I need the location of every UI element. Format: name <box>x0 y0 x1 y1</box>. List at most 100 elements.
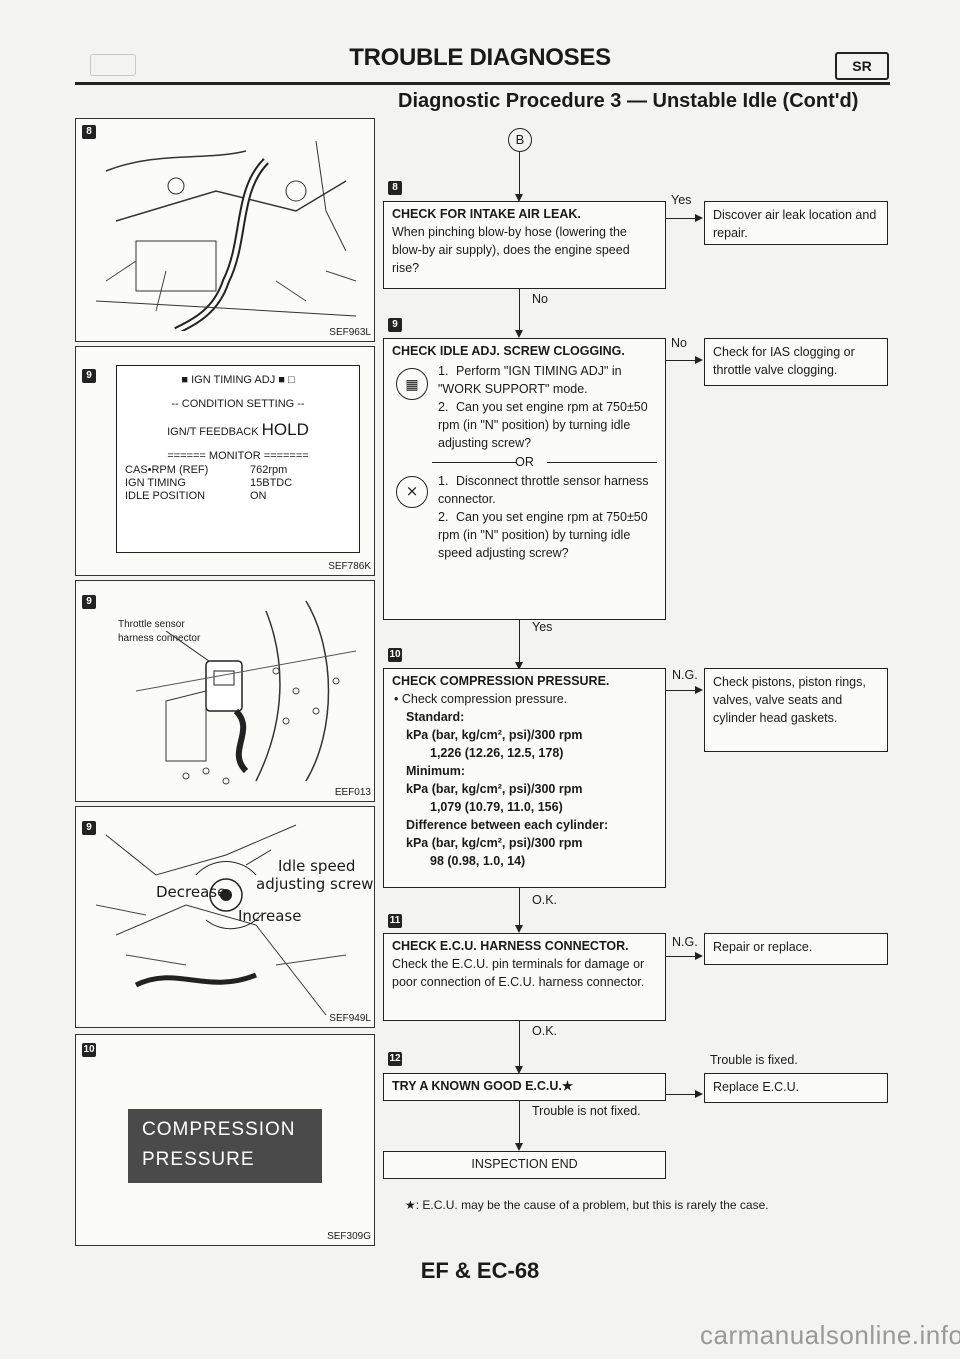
connector-line <box>519 1021 520 1067</box>
not-fixed-label: Trouble is not fixed. <box>532 1104 641 1118</box>
connector-line <box>666 1094 696 1095</box>
difference-label: Difference between each cylinder: <box>406 818 609 832</box>
page-subtitle: Diagnostic Procedure 3 — Unstable Idle (… <box>398 90 859 112</box>
monitor-row: CAS•RPM (REF)762rpm <box>125 464 288 476</box>
consult-feedback: IGN/T FEEDBACK HOLD <box>167 420 309 439</box>
step8-body: When pinching blow-by hose (lowering the… <box>392 225 630 275</box>
ng-label: N.G. <box>672 935 698 949</box>
label-decrease: Decrease <box>156 883 227 901</box>
step9-no-action: Check for IAS clogging or throttle valve… <box>704 338 888 386</box>
arrow-down <box>515 662 523 670</box>
illustration-panel-step9-consult: 9 ■ IGN TIMING ADJ ■ □ -- CONDITION SETT… <box>75 346 375 576</box>
difference-units: kPa (bar, kg/cm², psi)/300 rpm <box>406 836 583 850</box>
panel-badge: 9 <box>82 595 96 609</box>
step9-b1: 1.Disconnect throttle sensor harness con… <box>438 474 649 506</box>
no-label: No <box>532 292 548 306</box>
connector-line <box>519 151 520 196</box>
compression-pressure-screen: COMPRESSION PRESSURE <box>128 1109 322 1183</box>
arrow-down <box>515 1143 523 1151</box>
arrow-down <box>515 330 523 338</box>
step11-ng-action: Repair or replace. <box>704 933 888 965</box>
step12-title: TRY A KNOWN GOOD E.C.U.★ <box>392 1079 574 1093</box>
step-badge: 9 <box>388 318 402 332</box>
step8-yes-action: Discover air leak location and repair. <box>704 201 888 245</box>
arrow-down <box>515 194 523 202</box>
or-divider: OR <box>392 453 657 471</box>
minimum-units: kPa (bar, kg/cm², psi)/300 rpm <box>406 782 583 796</box>
engine-blowby-illustration <box>96 140 357 331</box>
fixed-label: Trouble is fixed. <box>710 1053 798 1067</box>
step12-fixed-action: Replace E.C.U. <box>704 1073 888 1103</box>
panel-badge: 9 <box>82 369 96 383</box>
screen-line-1: COMPRESSION <box>142 1119 296 1140</box>
figure-code: SEF963L <box>329 327 371 338</box>
ok-label: O.K. <box>532 1024 558 1038</box>
no-label: No <box>671 336 687 350</box>
standard-units: kPa (bar, kg/cm², psi)/300 rpm <box>406 728 583 742</box>
illustration-panel-step9-throttle: 9 Throttle sensor harness connector EEF0… <box>75 580 375 802</box>
connector-line <box>666 956 696 957</box>
header-divider <box>75 82 890 85</box>
label-adjusting-screw: adjusting screw <box>256 875 374 893</box>
consult-monitor-header: ====== MONITOR ======= <box>167 450 309 462</box>
consult-screen: ■ IGN TIMING ADJ ■ □ -- CONDITION SETTIN… <box>116 365 360 553</box>
step-badge: 10 <box>388 648 402 662</box>
step11-body: Check the E.C.U. pin terminals for damag… <box>392 957 645 989</box>
standard-label: Standard: <box>406 710 465 724</box>
consult-line-ign-timing: ■ IGN TIMING ADJ ■ □ <box>181 374 295 386</box>
standard-value: 1,226 (12.26, 12.5, 178) <box>430 746 564 760</box>
inspection-end-box: INSPECTION END <box>383 1151 666 1179</box>
no-consult-icon: ⨯ <box>396 476 428 508</box>
label-harness-connector: harness connector <box>118 633 201 644</box>
footnote: ★: E.C.U. may be the cause of a problem,… <box>405 1198 769 1212</box>
connector-line <box>666 218 696 219</box>
throttle-sensor-illustration <box>135 600 357 785</box>
label-throttle-sensor: Throttle sensor <box>118 619 185 630</box>
figure-code: SEF786K <box>328 561 371 572</box>
minimum-label: Minimum: <box>406 764 466 778</box>
arrow-down <box>515 925 523 933</box>
connector-line <box>666 690 696 691</box>
step-badge: 8 <box>388 181 402 195</box>
arrow-right <box>695 686 703 694</box>
yes-label: Yes <box>671 193 692 207</box>
illustration-panel-step10: 10 COMPRESSION PRESSURE SEF309G <box>75 1034 375 1246</box>
connector-line <box>519 620 520 664</box>
consult-condition-setting: -- CONDITION SETTING -- <box>171 398 305 410</box>
panel-badge: 10 <box>82 1043 96 1057</box>
step10-specs: Standard: kPa (bar, kg/cm², psi)/300 rpm… <box>406 708 657 870</box>
arrow-down <box>515 1066 523 1074</box>
connector-line <box>666 360 696 361</box>
minimum-value: 1,079 (10.79, 11.0, 156) <box>430 800 563 814</box>
step12-box: TRY A KNOWN GOOD E.C.U.★ <box>383 1073 666 1101</box>
label-increase: Increase <box>238 907 302 925</box>
label-idle-speed: Idle speed <box>278 857 356 875</box>
arrow-right <box>695 952 703 960</box>
step9-method-a: ▦ 1.Perform "IGN TIMING ADJ" in "WORK SU… <box>392 362 657 452</box>
step8-box: CHECK FOR INTAKE AIR LEAK. When pinching… <box>383 201 666 289</box>
step9-b2: 2.Can you set engine rpm at 750±50 rpm (… <box>438 510 648 560</box>
step10-ng-action: Check pistons, piston rings, valves, val… <box>704 668 888 752</box>
entry-marker: B <box>508 128 532 152</box>
ok-label: O.K. <box>532 893 558 907</box>
watermark: carmanualsonline.info <box>700 1320 960 1350</box>
connector-line <box>519 1101 520 1145</box>
step9-a2: 2.Can you set engine rpm at 750±50 rpm (… <box>438 400 648 450</box>
consult-icon: ▦ <box>396 368 428 400</box>
step-badge: 11 <box>388 914 402 928</box>
difference-value: 98 (0.98, 1.0, 14) <box>430 854 526 868</box>
figure-code: EEF013 <box>334 787 371 798</box>
figure-code: SEF949L <box>329 1013 371 1024</box>
step10-bullet: • Check compression pressure. <box>394 692 568 706</box>
step10-box: CHECK COMPRESSION PRESSURE. • Check comp… <box>383 668 666 888</box>
illustration-panel-step8: 8 SEF963L <box>75 118 375 342</box>
arrow-right <box>695 1090 703 1098</box>
screen-line-2: PRESSURE <box>142 1149 255 1170</box>
section-tag: SR <box>835 52 889 80</box>
connector-line <box>519 289 520 331</box>
panel-badge: 9 <box>82 821 96 835</box>
step9-box: CHECK IDLE ADJ. SCREW CLOGGING. ▦ 1.Perf… <box>383 338 666 620</box>
